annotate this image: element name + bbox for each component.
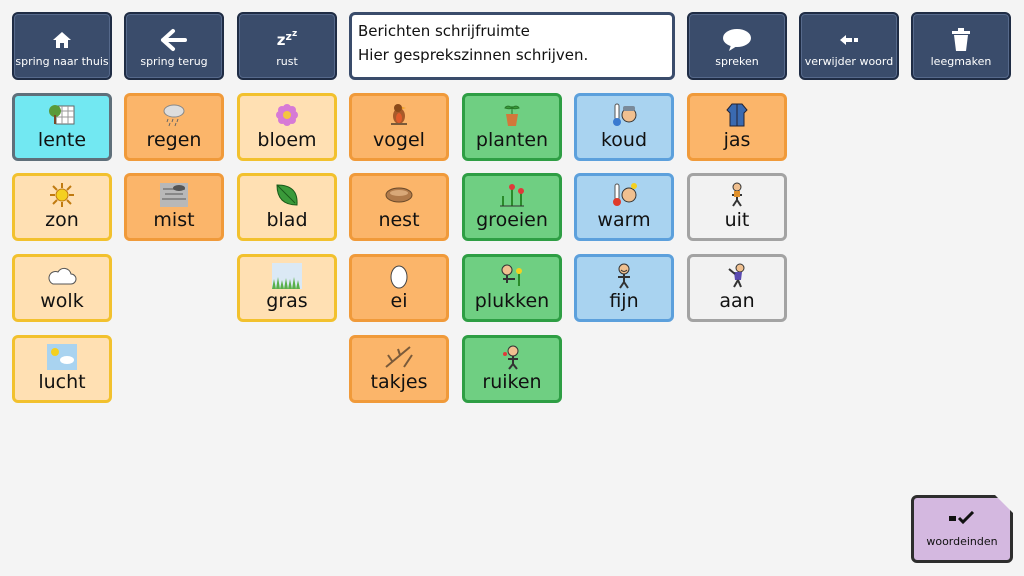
word-cell-vogel[interactable]: vogel	[349, 93, 449, 161]
word-cell-wolk[interactable]: wolk	[12, 254, 112, 322]
message-placeholder: Hier gesprekszinnen schrijven.	[358, 46, 589, 64]
home-label: spring naar thuis	[15, 54, 109, 68]
word-cell-label: koud	[600, 129, 648, 151]
home-button[interactable]: spring naar thuis	[12, 12, 112, 80]
word-check-icon	[948, 510, 976, 529]
word-cell-zon[interactable]: zon	[12, 173, 112, 241]
jacket-icon	[722, 101, 752, 129]
flower-icon	[272, 101, 302, 129]
word-cell-ei[interactable]: ei	[349, 254, 449, 322]
word-cell-jas[interactable]: jas	[687, 93, 787, 161]
word-cell-label: ruiken	[482, 371, 542, 393]
word-cell-label: mist	[153, 209, 195, 231]
word-cell-label: takjes	[370, 371, 428, 393]
rain-cloud-icon	[159, 101, 189, 129]
warm-thermometer-icon	[609, 181, 639, 209]
word-cell-warm[interactable]: warm	[574, 173, 674, 241]
word-cell-label: aan	[719, 290, 755, 312]
word-cell-label: plukken	[474, 290, 550, 312]
speech-bubble-icon	[722, 26, 752, 54]
clear-label: leegmaken	[930, 54, 992, 68]
word-cell-groeien[interactable]: groeien	[462, 173, 562, 241]
word-cell-planten[interactable]: planten	[462, 93, 562, 161]
word-cell-label: fijn	[609, 290, 639, 312]
calendar-tree-icon	[47, 101, 77, 129]
word-cell-bloem[interactable]: bloem	[237, 93, 337, 161]
word-cell-uit[interactable]: uit	[687, 173, 787, 241]
word-cell-label: wolk	[40, 290, 84, 312]
word-cell-label: lucht	[38, 371, 86, 393]
word-cell-takjes[interactable]: takjes	[349, 335, 449, 403]
word-cell-regen[interactable]: regen	[124, 93, 224, 161]
word-cell-label: gras	[266, 290, 308, 312]
smelling-person-icon	[497, 343, 527, 371]
word-cell-lente[interactable]: lente	[12, 93, 112, 161]
message-title: Berichten schrijfruimte	[358, 22, 530, 40]
word-cell-label: vogel	[373, 129, 425, 151]
word-cell-koud[interactable]: koud	[574, 93, 674, 161]
word-cell-label: warm	[597, 209, 651, 231]
growing-plants-icon	[497, 181, 527, 209]
word-cell-label: bloem	[257, 129, 317, 151]
word-cell-gras[interactable]: gras	[237, 254, 337, 322]
word-cell-lucht[interactable]: lucht	[12, 335, 112, 403]
clear-button[interactable]: leegmaken	[911, 12, 1011, 80]
delete-word-button[interactable]: verwijder woord	[799, 12, 899, 80]
word-cell-label: jas	[723, 129, 751, 151]
backspace-icon	[838, 26, 860, 54]
word-cell-plukken[interactable]: plukken	[462, 254, 562, 322]
speak-button[interactable]: spreken	[687, 12, 787, 80]
leaf-icon	[272, 181, 302, 209]
word-cell-fijn[interactable]: fijn	[574, 254, 674, 322]
grass-icon	[272, 262, 302, 290]
rest-label: rust	[276, 54, 298, 68]
happy-person-icon	[609, 262, 639, 290]
cold-thermometer-icon	[609, 101, 639, 129]
page-fold	[995, 495, 1013, 513]
person-undress-icon	[722, 181, 752, 209]
fog-icon	[159, 181, 189, 209]
word-cell-label: regen	[146, 129, 202, 151]
word-cell-label: nest	[378, 209, 420, 231]
word-end-label: woordeinden	[926, 535, 998, 548]
nest-icon	[384, 181, 414, 209]
word-cell-mist[interactable]: mist	[124, 173, 224, 241]
sun-icon	[47, 181, 77, 209]
home-icon	[52, 26, 72, 54]
word-cell-blad[interactable]: blad	[237, 173, 337, 241]
back-label: spring terug	[140, 54, 208, 68]
egg-icon	[384, 262, 414, 290]
back-button[interactable]: spring terug	[124, 12, 224, 80]
word-cell-ruiken[interactable]: ruiken	[462, 335, 562, 403]
sky-icon	[47, 343, 77, 371]
word-end-button[interactable]: woordeinden	[911, 495, 1013, 563]
plant-pot-icon	[497, 101, 527, 129]
person-dress-icon	[722, 262, 752, 290]
message-area[interactable]: Berichten schrijfruimte Hier gesprekszin…	[349, 12, 675, 80]
word-cell-label: groeien	[476, 209, 548, 231]
twigs-icon	[384, 343, 414, 371]
word-cell-label: zon	[45, 209, 79, 231]
word-cell-nest[interactable]: nest	[349, 173, 449, 241]
word-cell-label: lente	[37, 129, 87, 151]
arrow-left-icon	[160, 26, 188, 54]
word-cell-label: ei	[390, 290, 408, 312]
trash-icon	[951, 26, 971, 54]
word-cell-label: planten	[475, 129, 549, 151]
speak-label: spreken	[715, 54, 759, 68]
delete-word-label: verwijder woord	[804, 54, 894, 68]
picking-flowers-icon	[497, 262, 527, 290]
word-cell-aan[interactable]: aan	[687, 254, 787, 322]
word-cell-label: uit	[724, 209, 750, 231]
cloud-icon	[47, 262, 77, 290]
bird-icon	[384, 101, 414, 129]
word-cell-label: blad	[266, 209, 308, 231]
